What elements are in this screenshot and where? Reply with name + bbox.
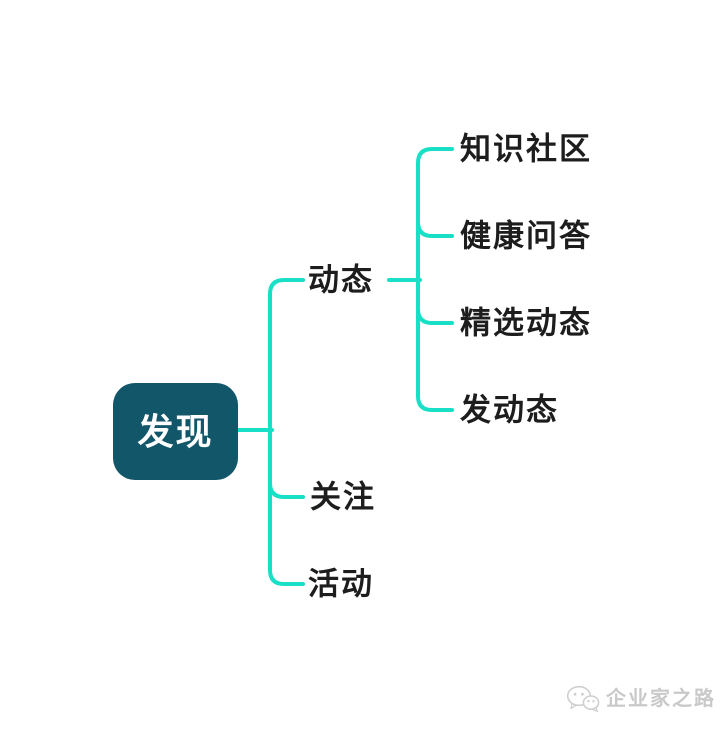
branch-node-guanzhu: 关注 (310, 479, 376, 515)
connector-branch-jiankangwenda (416, 220, 454, 238)
watermark-text: 企业家之路 (606, 688, 716, 710)
child-node-zhishishequ: 知识社区 (460, 131, 592, 167)
connector-level2-spine (416, 147, 454, 412)
connector-branch-guanzhu (268, 481, 305, 499)
connector-lines (236, 147, 454, 586)
root-node: 发现 (113, 383, 238, 480)
root-node-label: 发现 (137, 410, 214, 452)
child-node-jingxuandongtai: 精选动态 (460, 305, 592, 341)
child-node-jiankangwenda: 健康问答 (460, 218, 592, 254)
root-node-box (113, 383, 238, 480)
connector-level1-spine (268, 278, 305, 586)
connector-branch-jingxuandongtai (416, 307, 454, 325)
branch-node-dongtai: 动态 (308, 262, 374, 298)
child-node-fadongtai: 发动态 (460, 392, 559, 428)
watermark: 企业家之路 (566, 685, 716, 713)
branch-node-huodong: 活动 (308, 566, 374, 602)
wechat-icon (566, 685, 600, 713)
